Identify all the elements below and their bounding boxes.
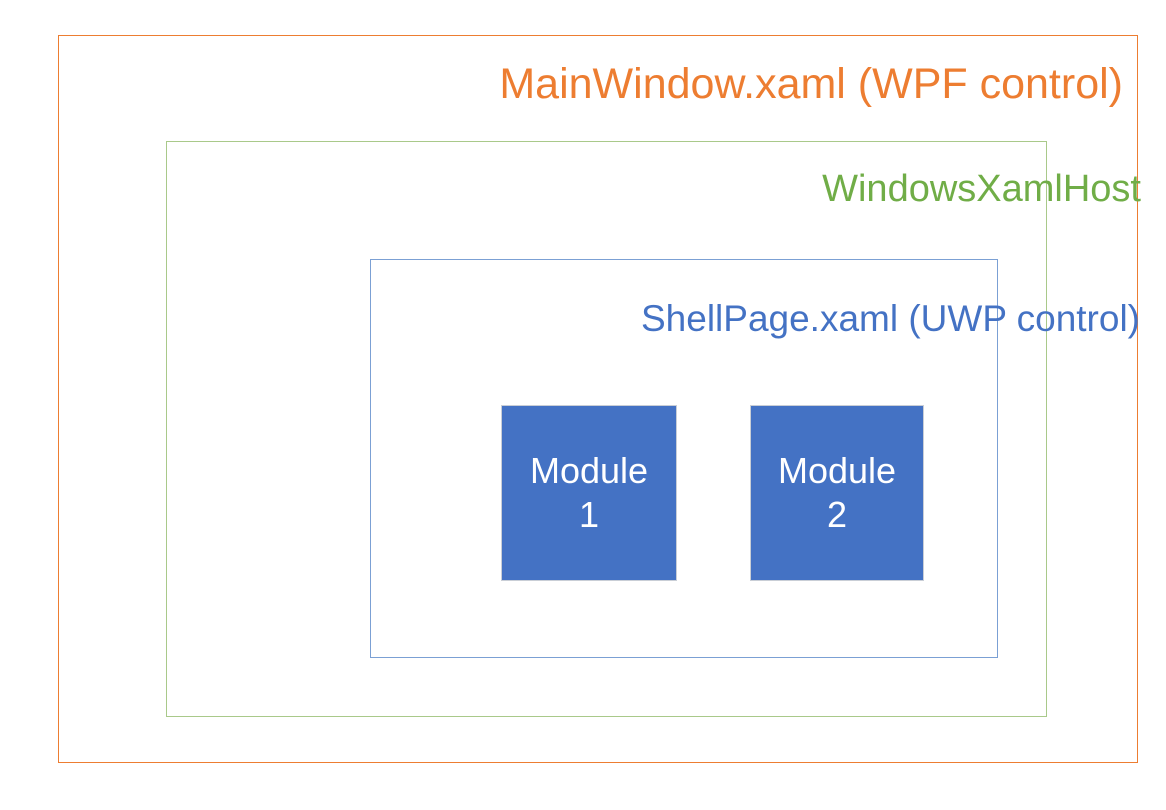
layer-windowsxamlhost-box xyxy=(166,141,1047,717)
module-1-box: Module 1 xyxy=(501,405,677,581)
layer-shellpage-box xyxy=(370,259,998,658)
layer-mainwindow-box xyxy=(58,35,1138,763)
module-1-name: Module xyxy=(529,450,649,492)
layer-mainwindow-label: MainWindow.xaml (WPF control) xyxy=(499,60,1123,108)
layer-shellpage-label: ShellPage.xaml (UWP control) xyxy=(641,298,1140,339)
module-2-box: Module 2 xyxy=(750,405,924,581)
module-1-number: 1 xyxy=(578,494,600,535)
module-2-name: Module xyxy=(777,450,897,492)
module-2-number: 2 xyxy=(826,494,848,535)
layer-windowsxamlhost-label: WindowsXamlHost xyxy=(822,168,1141,210)
